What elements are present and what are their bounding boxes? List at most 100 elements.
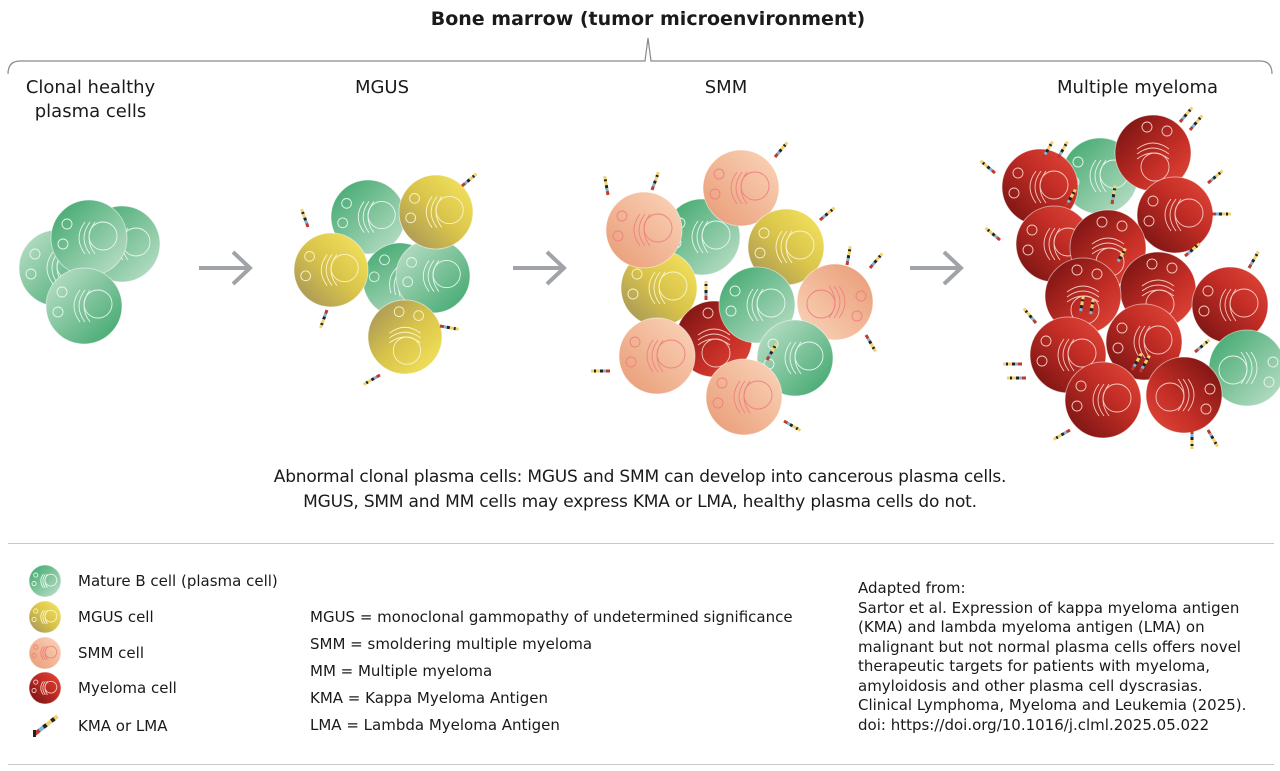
arrow-right-icon — [199, 250, 253, 286]
divider-bottom — [8, 764, 1274, 765]
legend-item-mature-b-cell: Mature B cell (plasma cell) — [28, 564, 278, 598]
kma-lma-antigen-icon — [1003, 362, 1022, 366]
caption-line: Abnormal clonal plasma cells: MGUS and S… — [273, 467, 1007, 487]
mature-b-cell-icon — [28, 564, 62, 598]
kma-lma-antigen-icon — [461, 172, 478, 188]
reference-line: doi: https://doi.org/10.1016/j.clml.2025… — [858, 715, 1210, 734]
abbreviation-item: SMM = smoldering multiple myeloma — [310, 635, 593, 653]
legend-item-mgus-cell: MGUS cell — [28, 600, 154, 634]
myeloma-cell — [1064, 361, 1142, 439]
kma-lma-antigen-icon — [603, 176, 610, 196]
stage-label-mgus: MGUS — [354, 77, 410, 98]
mgus-cell — [293, 232, 369, 308]
arrow-right-icon — [513, 250, 567, 286]
mature-b-cell — [1208, 329, 1280, 407]
myeloma-cell — [1105, 303, 1183, 381]
kma-lma-antigen-icon — [1212, 212, 1231, 216]
smm-cell — [702, 149, 780, 227]
kma-lma-antigen-icon — [979, 159, 996, 175]
mgus-cell — [28, 600, 62, 634]
kma-lma-antigen-icon — [1041, 140, 1054, 159]
kma-lma-antigen-icon — [362, 373, 381, 386]
myeloma-cell — [1136, 176, 1214, 254]
legend-label: MGUS cell — [78, 608, 154, 626]
kma-lma-antigen-icon — [1114, 247, 1127, 266]
kma-lma-antigen-icon — [704, 281, 708, 300]
kma-lma-antigen-icon — [300, 208, 310, 228]
stage-label-line: plasma cells — [34, 101, 147, 122]
smm-cell — [605, 191, 683, 269]
caption-line: MGUS, SMM and MM cells may express KMA o… — [303, 492, 977, 512]
reference-line: amyloidosis and other plasma cell dyscra… — [858, 676, 1203, 695]
mgus-cell — [747, 208, 825, 286]
reference-line: malignant but not normal plasma cells of… — [858, 637, 1241, 656]
mature-b-cell — [45, 267, 123, 345]
legend-label: KMA or LMA — [78, 717, 168, 735]
reference-line: (KMA) and lambda myeloma antigen (LMA) o… — [858, 618, 1205, 636]
mature-b-cell — [50, 199, 128, 277]
smm-cell — [618, 317, 696, 395]
reference-line: therapeutic targets for patients with my… — [858, 657, 1211, 675]
myeloma-cell — [1191, 266, 1269, 344]
kma-lma-antigen-icon — [1184, 242, 1201, 258]
mature-b-cell — [28, 564, 62, 598]
reference-line: Clinical Lymphoma, Myeloma and Leukemia … — [858, 696, 1247, 714]
abbreviation-item: MM = Multiple myeloma — [310, 662, 493, 680]
kma-lma-antigen-icon — [1188, 114, 1204, 131]
bracket-line — [7, 37, 1273, 75]
kma-lma-antigen-icon — [868, 252, 884, 269]
kma-lma-antigen-icon — [650, 171, 660, 191]
kma-lma-antigen-icon — [1206, 429, 1219, 448]
kma-lma-antigen-icon — [864, 334, 877, 353]
diagram-canvas — [7, 37, 1280, 449]
myeloma-cell — [1114, 114, 1192, 192]
kma-lma-antigen-icon — [439, 324, 459, 331]
kma-lma-antigen-icon — [1207, 169, 1224, 185]
legend-item-myeloma-cell: Myeloma cell — [28, 671, 177, 705]
myeloma-cell-icon — [28, 671, 62, 705]
myeloma-cell — [1145, 356, 1223, 434]
kma-lma-antigen-icon — [591, 369, 610, 373]
diagram-title: Bone marrow (tumor microenvironment) — [430, 8, 866, 30]
kma-lma-antigen-icon — [1052, 428, 1071, 441]
mature-b-cell — [718, 266, 796, 344]
abbreviation-item: MGUS = monoclonal gammopathy of undeterm… — [310, 608, 793, 626]
legend-label: Myeloma cell — [78, 679, 177, 697]
kma-lma-antigen-icon — [845, 246, 852, 266]
stage-label-healthy: Clonal healthy plasma cells — [8, 76, 173, 124]
kma-lma-antigen-icon — [1088, 299, 1095, 319]
legend-label: SMM cell — [78, 644, 144, 662]
abbreviation-list: MGUS = monoclonal gammopathy of undeterm… — [310, 604, 793, 739]
smm-cell-icon — [28, 636, 62, 670]
mgus-cell — [367, 299, 443, 375]
myeloma-cell — [28, 671, 62, 705]
stage-label-line: Clonal healthy — [25, 77, 156, 98]
kma-lma-antigen-icon — [1110, 185, 1117, 205]
reference-line: Adapted from: — [858, 579, 966, 597]
kma-lma-antigen-icon — [1056, 140, 1069, 159]
mgus-cell-icon — [28, 600, 62, 634]
stage-label-mm: Multiple myeloma — [1056, 77, 1219, 98]
mgus-cell — [398, 174, 474, 250]
kma-lma-antigen-icon — [783, 419, 802, 432]
kma-lma-antigen-icon — [1007, 376, 1026, 380]
kma-lma-antigen-icon — [1247, 250, 1260, 269]
legend-item-kma-lma: KMA or LMA — [28, 711, 167, 741]
arrow-right-icon — [910, 250, 964, 286]
stage-label-smm: SMM — [704, 77, 748, 98]
abbreviation-item: KMA = Kappa Myeloma Antigen — [310, 689, 548, 707]
kma-lma-antigen-icon — [319, 309, 329, 329]
kma-lma-antigen-icon — [773, 141, 789, 158]
kma-lma-antigen-icon — [28, 709, 62, 743]
kma-lma-antigen-icon — [819, 206, 836, 222]
kma-lma-antigen-icon — [1178, 106, 1194, 123]
kma-lma-antigen-icon — [1022, 307, 1038, 324]
reference-citation: Adapted from: Sartor et al. Expression o… — [858, 579, 1278, 735]
reference-line: Sartor et al. Expression of kappa myelom… — [858, 598, 1240, 617]
smm-cell — [796, 263, 874, 341]
kma-lma-antigen-icon — [1064, 188, 1077, 207]
kma-lma-antigen-icon — [1138, 354, 1151, 373]
kma-lma-antigen-icon — [1190, 430, 1194, 449]
legend-item-smm-cell: SMM cell — [28, 636, 144, 670]
kma-lma-antigen-icon — [1194, 338, 1211, 354]
